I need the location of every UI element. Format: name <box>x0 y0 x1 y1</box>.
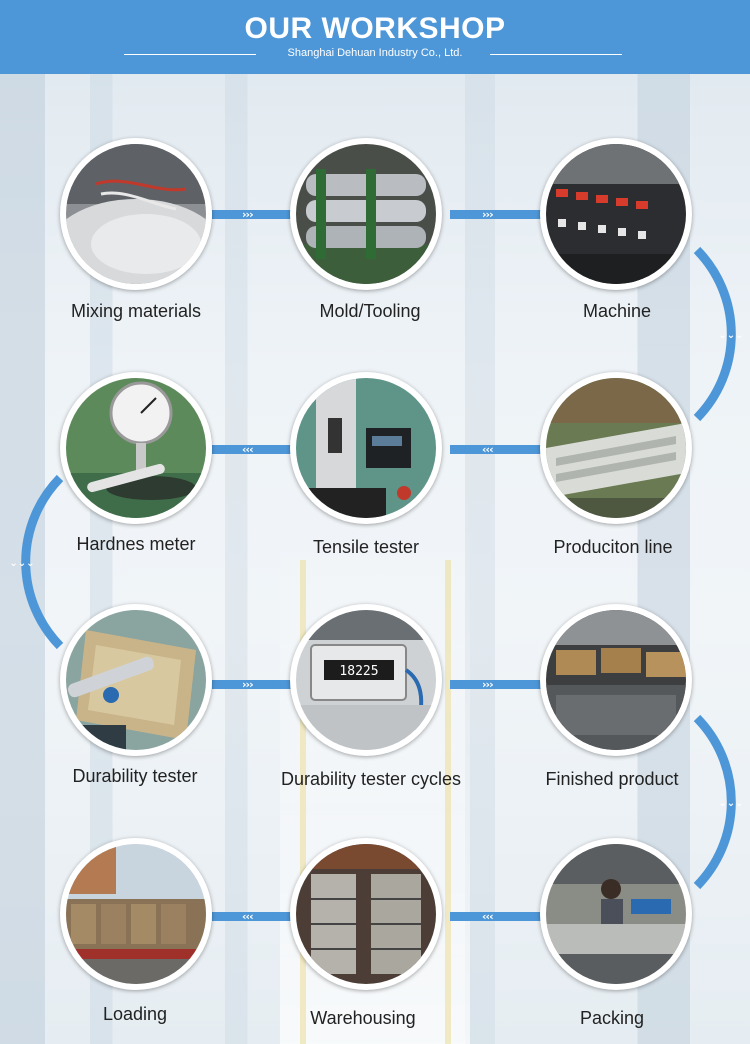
step-label: Mold/Tooling <box>319 301 421 321</box>
loading-photo <box>66 844 206 984</box>
step-production-line <box>540 372 692 524</box>
step-label: Durability tester <box>72 766 198 786</box>
step-label: Warehousing <box>310 1008 416 1028</box>
curve-right-2 <box>693 714 736 890</box>
connector-left: ‹‹‹ <box>212 443 297 456</box>
curve-right-1 <box>693 246 736 422</box>
step-packing <box>540 838 692 990</box>
arrow-left-icon: ‹‹‹ <box>242 910 254 923</box>
step-warehousing <box>290 838 442 990</box>
arrow-left-icon: ‹‹‹ <box>242 443 254 456</box>
step-label: Produciton line <box>553 537 673 557</box>
connector-left: ‹‹‹ <box>212 910 297 923</box>
production-line-photo <box>546 378 686 518</box>
machine-photo <box>546 144 686 284</box>
step-mold-tooling <box>290 138 442 290</box>
curve-left-1 <box>21 474 64 650</box>
connector-right: ››› <box>212 208 297 221</box>
company-name: Shanghai Dehuan Industry Co., Ltd. <box>287 47 463 59</box>
step-label: Mixing materials <box>70 301 202 321</box>
step-mixing-materials <box>60 138 212 290</box>
packing-photo <box>546 844 686 984</box>
step-label: Tensile tester <box>312 537 420 557</box>
curve-chevron: ⌄⌄⌄ <box>9 558 34 569</box>
arrow-right-icon: ››› <box>242 208 254 221</box>
step-label: Hardnes meter <box>76 534 196 554</box>
counter-photo: 18225 <box>296 610 436 750</box>
arrow-left-icon: ‹‹‹ <box>482 443 494 456</box>
step-hardness-meter <box>60 372 212 524</box>
counter-readout: 18225 <box>339 664 378 679</box>
connector-right: ››› <box>450 208 545 221</box>
connector-left: ‹‹‹ <box>450 910 545 923</box>
page-title: OUR WORKSHOP <box>244 12 506 45</box>
arrow-right-icon: ››› <box>242 678 254 691</box>
subtitle-rule-left <box>124 54 256 55</box>
connector-left: ‹‹‹ <box>450 443 545 456</box>
step-finished-product <box>540 604 692 756</box>
mixing-materials-photo <box>66 144 206 284</box>
step-label: Loading <box>102 1004 168 1024</box>
step-label: Packing <box>579 1008 645 1028</box>
arrow-right-icon: ››› <box>482 678 494 691</box>
step-label: Durability tester cycles <box>280 769 462 789</box>
step-machine <box>540 138 692 290</box>
subtitle-rule-right <box>490 54 622 55</box>
step-durability-tester <box>60 604 212 756</box>
step-durability-tester-cycles: 18225 <box>290 604 442 756</box>
connector-right: ››› <box>212 678 297 691</box>
curve-chevron: ⌄⌄⌄ <box>718 798 743 809</box>
step-label: Machine <box>582 301 652 321</box>
arrow-left-icon: ‹‹‹ <box>482 910 494 923</box>
connector-right: ››› <box>450 678 545 691</box>
warehousing-photo <box>296 844 436 984</box>
floor-line <box>300 560 306 1044</box>
step-tensile-tester <box>290 372 442 524</box>
durability-tester-photo <box>66 610 206 750</box>
hardness-meter-photo <box>66 378 206 518</box>
step-loading <box>60 838 212 990</box>
header-banner: OUR WORKSHOP Shanghai Dehuan Industry Co… <box>0 0 750 74</box>
arrow-right-icon: ››› <box>482 208 494 221</box>
step-label: Finished product <box>545 769 679 789</box>
curve-chevron: ⌄⌄⌄ <box>718 330 743 341</box>
tensile-tester-photo <box>296 378 436 518</box>
finished-product-photo <box>546 610 686 750</box>
floor-line <box>445 560 451 1044</box>
mold-tooling-photo <box>296 144 436 284</box>
